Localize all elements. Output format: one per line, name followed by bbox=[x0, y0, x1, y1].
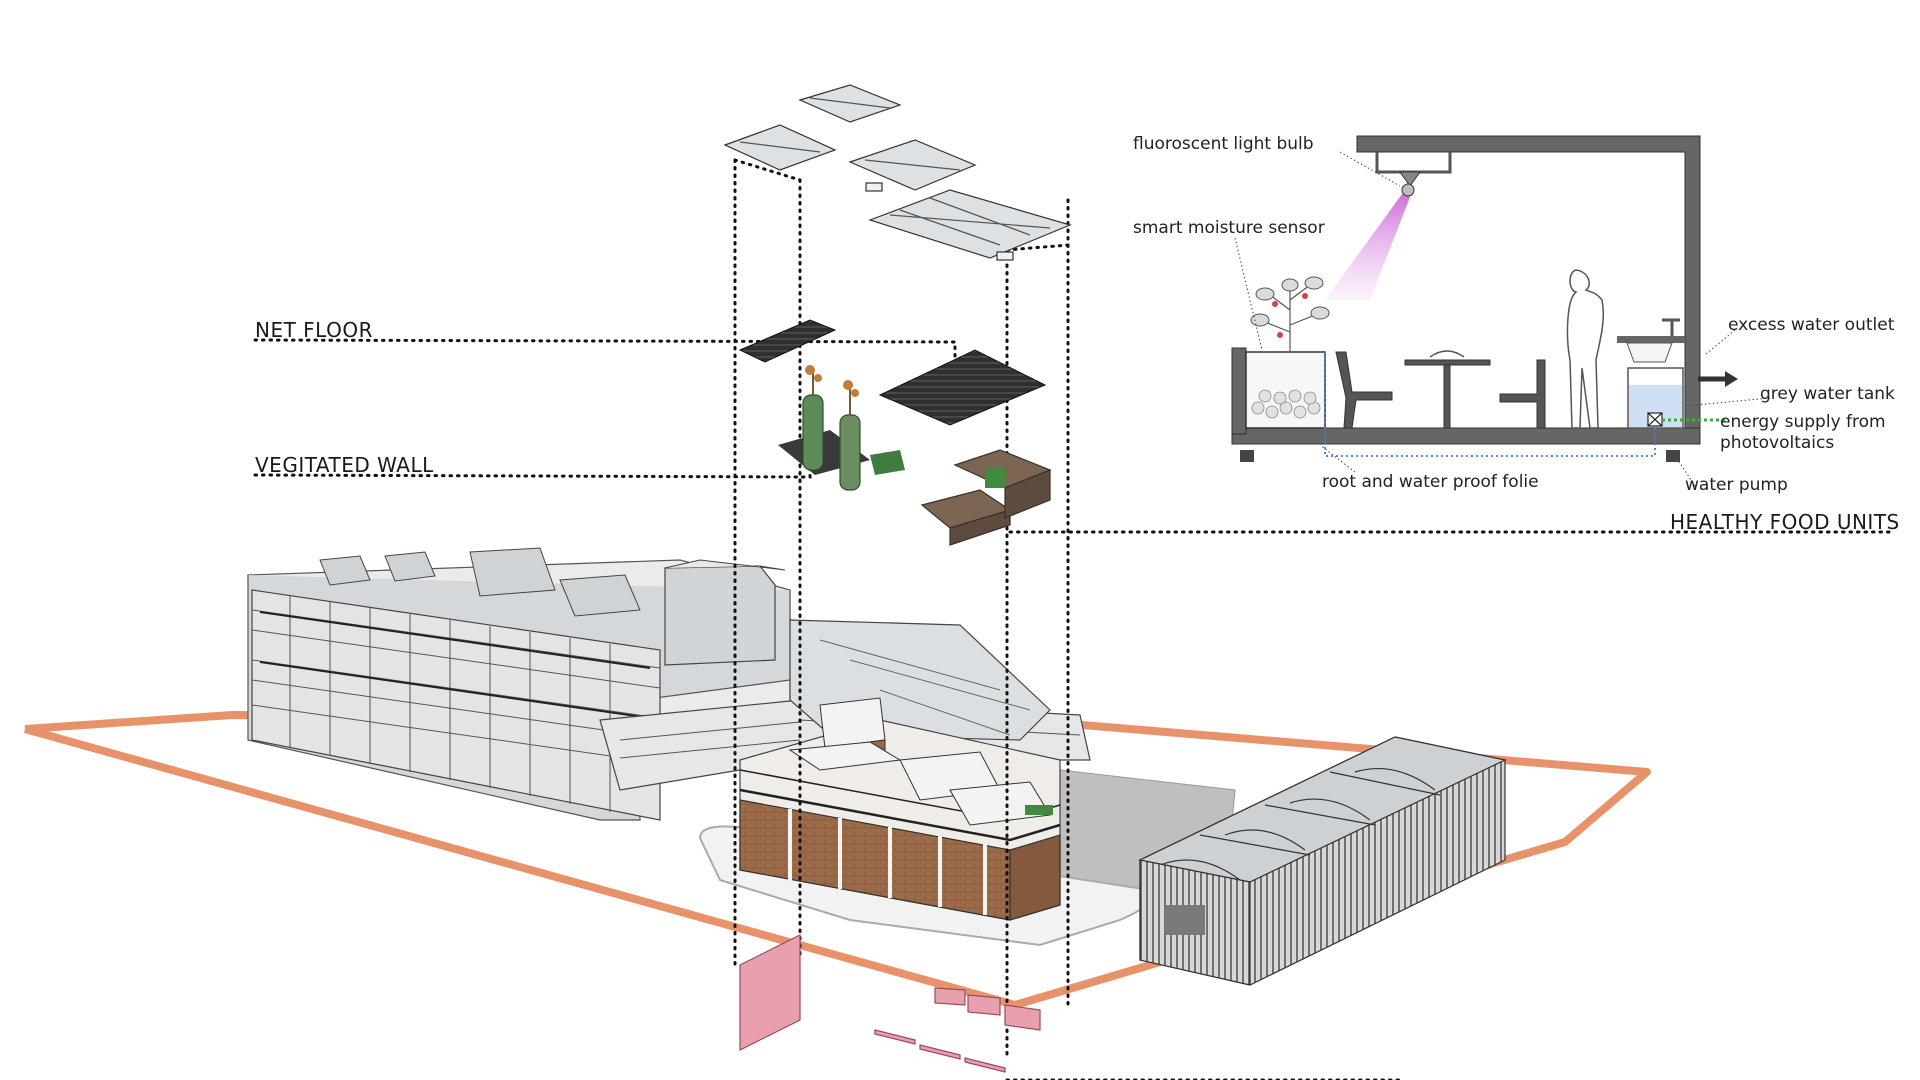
tomato-plant-icon bbox=[1264, 284, 1316, 352]
label-moisture-sensor: smart moisture sensor bbox=[1133, 218, 1325, 238]
label-root-folie: root and water proof folie bbox=[1322, 472, 1539, 492]
greenhouse-pavilion bbox=[1138, 736, 1507, 986]
site-boundary bbox=[23, 711, 1651, 1009]
light-beam bbox=[1325, 190, 1412, 300]
person-icon bbox=[1566, 269, 1605, 429]
label-net-floor: NET FLOOR bbox=[255, 318, 373, 342]
section-detail bbox=[1231, 135, 1771, 487]
brick-building bbox=[739, 697, 1061, 921]
pump-line bbox=[1324, 352, 1656, 457]
label-water-pump: water pump bbox=[1685, 475, 1788, 495]
label-grey-water: grey water tank bbox=[1760, 384, 1895, 404]
net-floors bbox=[738, 319, 1047, 426]
pink-panels bbox=[739, 934, 1041, 1073]
vegetated-walls bbox=[778, 365, 905, 491]
label-energy-line-1: energy supply from bbox=[1720, 412, 1886, 432]
food-units bbox=[920, 449, 1052, 546]
label-excess-water: excess water outlet bbox=[1728, 315, 1895, 335]
label-energy-line-2: photovoltaics bbox=[1720, 433, 1835, 453]
label-light-bulb: fluoroscent light bulb bbox=[1133, 134, 1314, 154]
label-healthy-food-units: HEALTHY FOOD UNITS bbox=[1670, 510, 1900, 534]
roof-canopies bbox=[723, 84, 1072, 261]
label-energy-supply: energy supply from photovoltaics bbox=[1720, 412, 1886, 454]
label-vegetated-wall: VEGITATED WALL bbox=[255, 453, 434, 477]
